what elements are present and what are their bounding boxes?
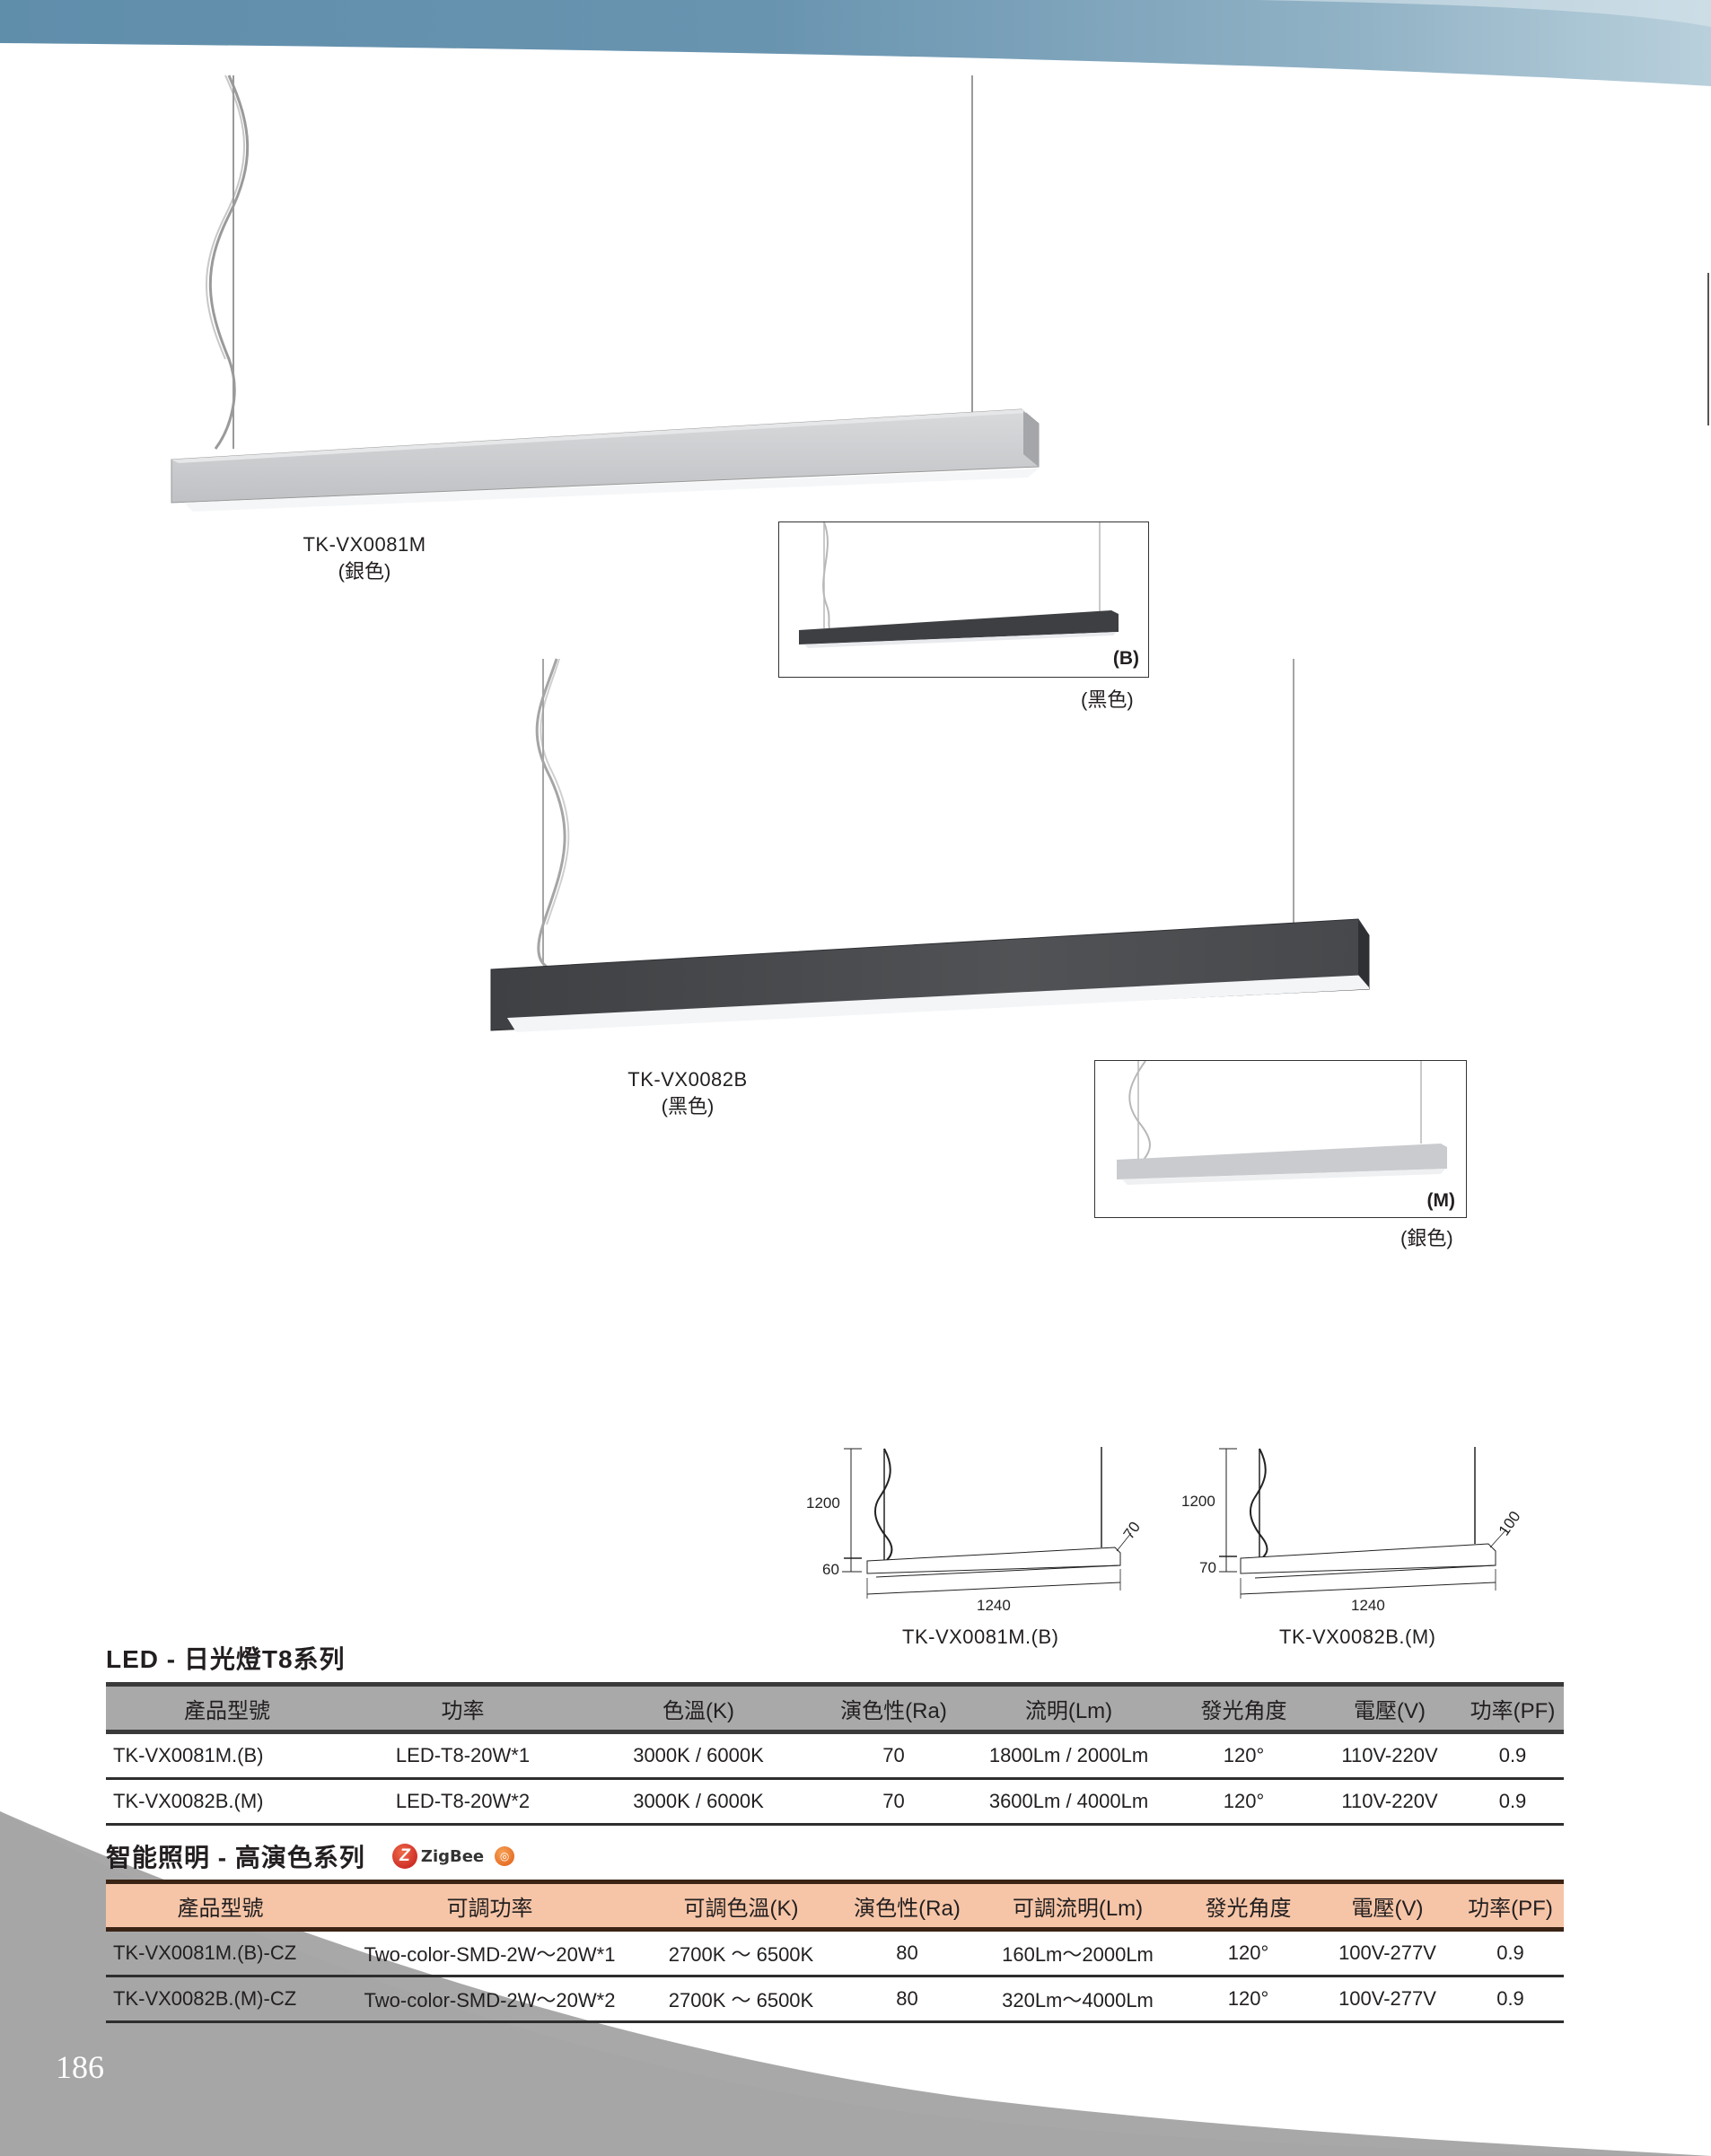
cell-pf: 0.9 <box>1461 1731 1564 1780</box>
column-header: 演色性(Ra) <box>838 1881 977 1930</box>
cell-lumen: 320Lm～4000Lm <box>977 1976 1179 2023</box>
section-title-smart-lighting: 智能照明 - 高演色系列 <box>106 1844 365 1871</box>
cell-beam-angle: 120° <box>1170 1778 1318 1826</box>
diagram-model-label: TK-VX0081M.(B) <box>902 1626 1059 1648</box>
column-header: 可調流明(Lm) <box>977 1881 1179 1930</box>
product-label-1: TK-VX0081M (銀色) <box>275 531 454 585</box>
product-color: (黑色) <box>661 1095 715 1117</box>
column-header: 電壓(V) <box>1318 1881 1457 1930</box>
cell-cri: 80 <box>838 1929 977 1977</box>
column-header: 色溫(K) <box>577 1684 820 1732</box>
page-number: 186 <box>56 2049 104 2085</box>
certification-badge-icon: ◎ <box>495 1846 515 1866</box>
table-row: TK-VX0081M.(B)-CZ Two-color-SMD-2W～20W*1… <box>106 1929 1564 1977</box>
column-header: 演色性(Ra) <box>820 1684 968 1732</box>
cell-power: Two-color-SMD-2W～20W*2 <box>335 1976 645 2023</box>
variant-inset-black: (B) <box>778 521 1149 678</box>
cell-pf: 0.9 <box>1457 1929 1564 1977</box>
column-header: 產品型號 <box>106 1684 348 1732</box>
cell-lumen: 3600Lm / 4000Lm <box>968 1778 1170 1826</box>
cell-cri: 70 <box>820 1778 968 1826</box>
diagram-model-label: TK-VX0082B.(M) <box>1279 1626 1436 1648</box>
svg-text:70: 70 <box>1199 1559 1216 1576</box>
column-header: 電壓(V) <box>1318 1684 1461 1732</box>
cell-pf: 0.9 <box>1457 1976 1564 2023</box>
svg-text:1200: 1200 <box>806 1494 840 1512</box>
column-header: 功率(PF) <box>1461 1684 1564 1732</box>
product-photo-tk-vx0081m <box>171 74 1040 512</box>
spec-table-smart-lighting: 產品型號 可調功率 可調色溫(K) 演色性(Ra) 可調流明(Lm) 發光角度 … <box>106 1880 1564 2023</box>
cell-color-temp: 2700K ～ 6500K <box>645 1976 838 2023</box>
cell-beam-angle: 120° <box>1179 1929 1318 1977</box>
cell-beam-angle: 120° <box>1179 1976 1318 2023</box>
svg-text:1240: 1240 <box>977 1597 1011 1614</box>
svg-text:60: 60 <box>822 1561 839 1578</box>
variant-tag: (M) <box>1426 1190 1455 1211</box>
product-photo-tk-vx0082b <box>490 658 1370 1032</box>
cell-power: LED-T8-20W*1 <box>348 1731 577 1780</box>
column-header: 發光角度 <box>1170 1684 1318 1732</box>
table-row: TK-VX0081M.(B) LED-T8-20W*1 3000K / 6000… <box>106 1731 1564 1780</box>
column-header: 功率(PF) <box>1457 1881 1564 1930</box>
dimension-drawing: 1200 70 1240 100 <box>1181 1447 1524 1614</box>
svg-text:70: 70 <box>1120 1519 1144 1542</box>
dimension-diagram-2: 1200 70 1240 100 TK-VX0082B.(M) <box>1167 1434 1544 1650</box>
column-header: 發光角度 <box>1179 1881 1318 1930</box>
cell-voltage: 100V-277V <box>1318 1929 1457 1977</box>
cell-beam-angle: 120° <box>1170 1731 1318 1780</box>
table-header-row: 產品型號 功率 色溫(K) 演色性(Ra) 流明(Lm) 發光角度 電壓(V) … <box>106 1684 1564 1732</box>
column-header: 可調色溫(K) <box>645 1881 838 1930</box>
cell-color-temp: 3000K / 6000K <box>577 1778 820 1826</box>
cell-voltage: 110V-220V <box>1318 1778 1461 1826</box>
cell-pf: 0.9 <box>1461 1778 1564 1826</box>
cell-model: TK-VX0082B.(M) <box>106 1778 348 1826</box>
product-model: TK-VX0081M <box>303 533 426 556</box>
table-header-row: 產品型號 可調功率 可調色溫(K) 演色性(Ra) 可調流明(Lm) 發光角度 … <box>106 1881 1564 1930</box>
zigbee-logo-icon: Z <box>391 1844 417 1869</box>
cell-cri: 70 <box>820 1731 968 1780</box>
cell-power: LED-T8-20W*2 <box>348 1778 577 1826</box>
cell-model: TK-VX0081M.(B)-CZ <box>106 1929 335 1977</box>
variant-caption-silver: (銀色) <box>1400 1227 1453 1249</box>
svg-text:1240: 1240 <box>1351 1597 1385 1614</box>
top-header-band <box>0 0 1711 86</box>
variant-photo-black <box>799 522 1119 648</box>
page-edge-tab <box>1707 273 1709 425</box>
cell-voltage: 110V-220V <box>1318 1731 1461 1780</box>
cell-power: Two-color-SMD-2W～20W*1 <box>335 1929 645 1977</box>
variant-caption-black: (黑色) <box>1081 688 1134 711</box>
cell-color-temp: 3000K / 6000K <box>577 1731 820 1780</box>
cell-color-temp: 2700K ～ 6500K <box>645 1929 838 1977</box>
column-header: 功率 <box>348 1684 577 1732</box>
dimension-drawing: 1200 60 1240 70 <box>806 1447 1144 1614</box>
cell-cri: 80 <box>838 1976 977 2023</box>
cell-model: TK-VX0082B.(M)-CZ <box>106 1976 335 2023</box>
zigbee-logo: Z ZigBee ◎ <box>391 1844 515 1869</box>
dimension-diagram-1: 1200 60 1240 70 TK-VX0081M.(B) <box>790 1434 1167 1650</box>
cell-voltage: 100V-277V <box>1318 1976 1457 2023</box>
variant-photo-silver <box>1117 1061 1447 1185</box>
bottom-footer-swoosh <box>0 1811 1711 2156</box>
column-header: 產品型號 <box>106 1881 335 1930</box>
svg-text:1200: 1200 <box>1181 1493 1215 1510</box>
table-row: TK-VX0082B.(M) LED-T8-20W*2 3000K / 6000… <box>106 1778 1564 1826</box>
variant-inset-silver: (M) <box>1094 1060 1467 1218</box>
zigbee-logo-text: ZigBee <box>420 1846 485 1866</box>
column-header: 流明(Lm) <box>968 1684 1170 1732</box>
section-title-led-t8: LED - 日光燈T8系列 <box>106 1645 346 1673</box>
variant-tag: (B) <box>1112 648 1139 669</box>
column-header: 可調功率 <box>335 1881 645 1930</box>
product-model: TK-VX0082B <box>627 1068 748 1091</box>
cell-lumen: 1800Lm / 2000Lm <box>968 1731 1170 1780</box>
cell-model: TK-VX0081M.(B) <box>106 1731 348 1780</box>
svg-text:100: 100 <box>1496 1508 1524 1538</box>
spec-table-led-t8: 產品型號 功率 色溫(K) 演色性(Ra) 流明(Lm) 發光角度 電壓(V) … <box>106 1682 1564 1826</box>
product-color: (銀色) <box>338 560 391 583</box>
section-heading-smart: 智能照明 - 高演色系列 Z ZigBee ◎ <box>106 1838 515 1874</box>
table-row: TK-VX0082B.(M)-CZ Two-color-SMD-2W～20W*2… <box>106 1976 1564 2023</box>
cell-lumen: 160Lm～2000Lm <box>977 1929 1179 1977</box>
product-label-2: TK-VX0082B (黑色) <box>598 1066 777 1120</box>
